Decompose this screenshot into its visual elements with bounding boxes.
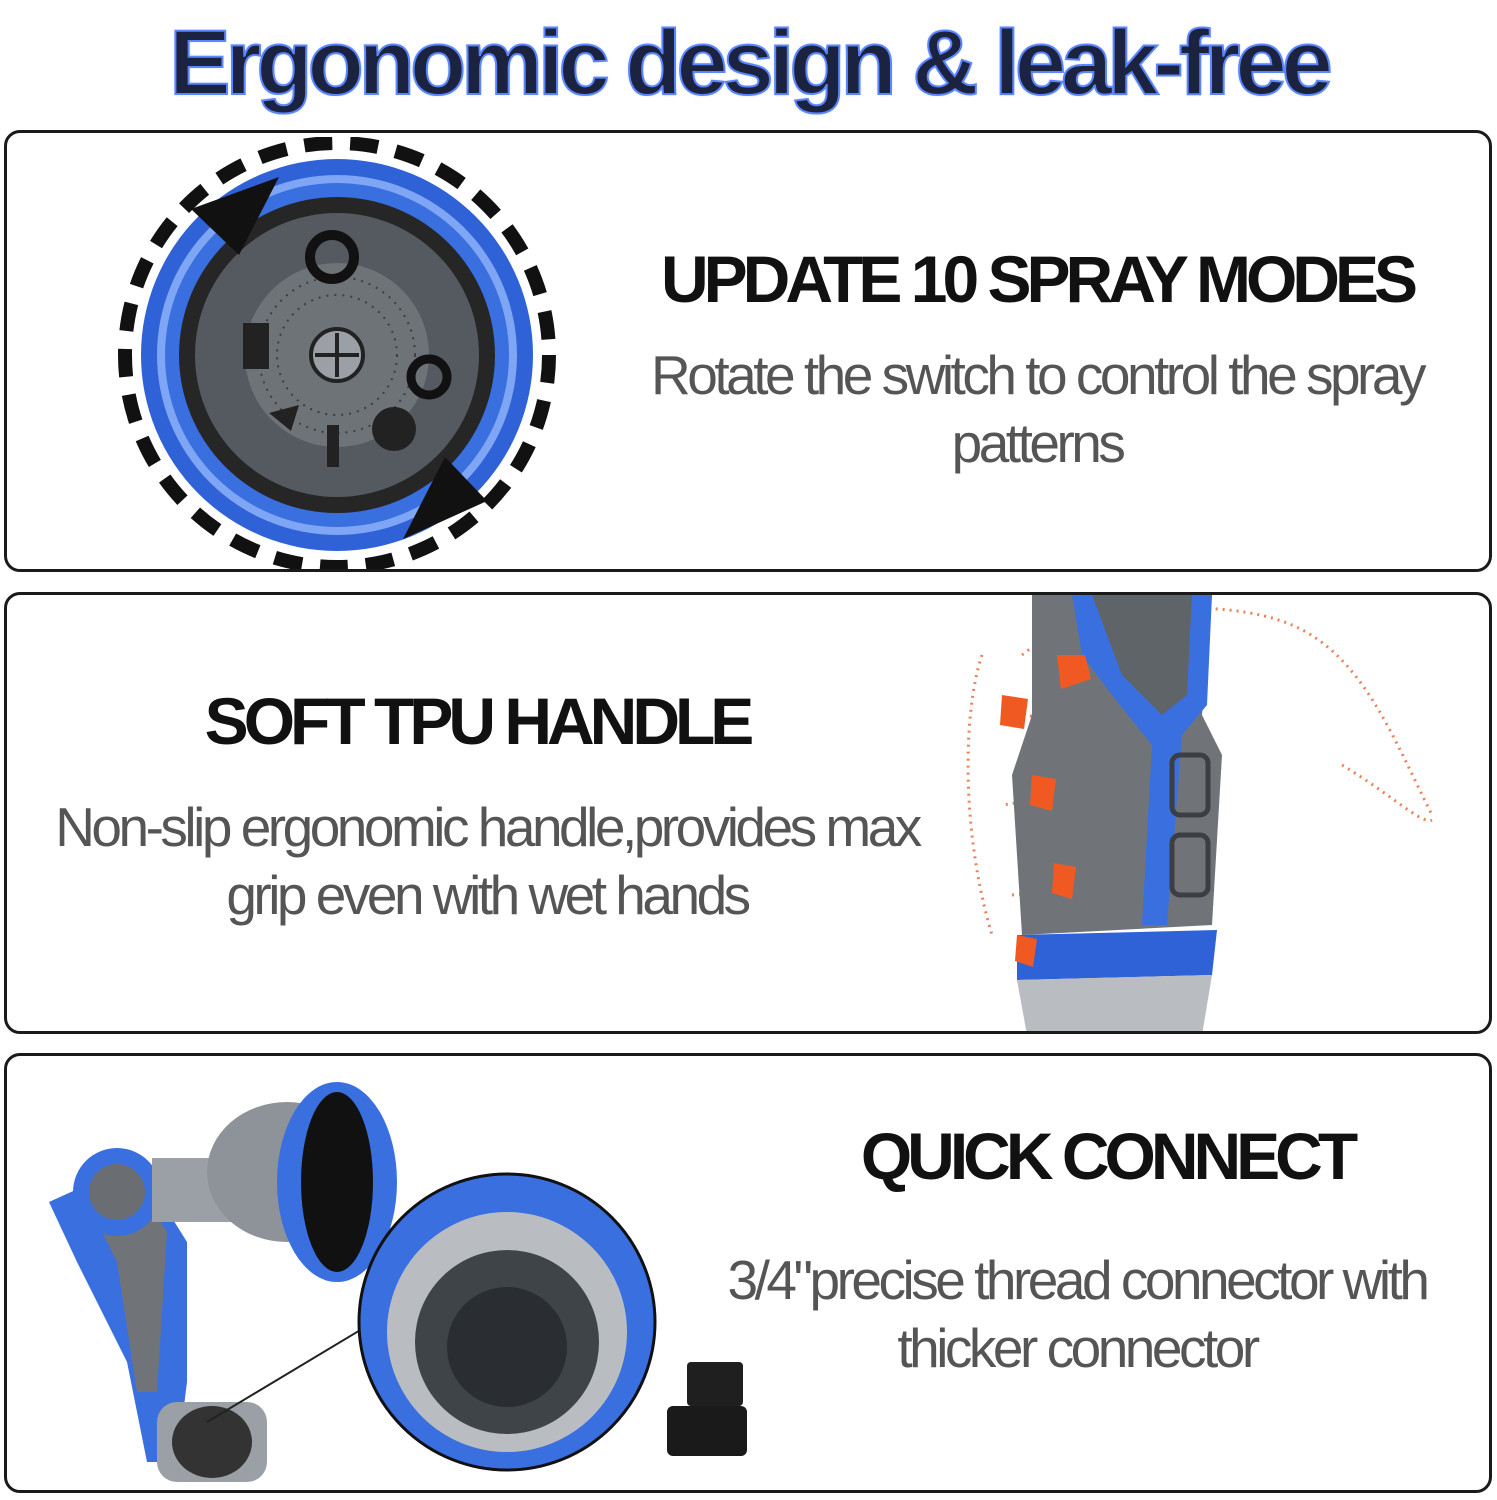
spray-dial-icon: [118, 137, 556, 569]
feature-description: Non-slip ergonomic handle,provides max g…: [55, 796, 922, 926]
feature-title: QUICK CONNECT: [860, 1119, 1358, 1193]
feature-description: 3/4"precise thread connector with thicke…: [727, 1249, 1430, 1379]
feature-panel-spray-modes: UPDATE 10 SPRAY MODES Rotate the switch …: [4, 130, 1492, 572]
nozzle-handle-icon: [966, 595, 1434, 1031]
feature-title: UPDATE 10 SPRAY MODES: [660, 242, 1418, 316]
quick-connector-icon: [49, 1082, 747, 1482]
feature-panel-handle: SOFT TPU HANDLE Non-slip ergonomic handl…: [4, 592, 1492, 1034]
headline: Ergonomic design & leak-free: [168, 11, 1334, 115]
feature-title: SOFT TPU HANDLE: [204, 684, 755, 758]
feature-description: Rotate the switch to control the spray p…: [651, 344, 1426, 474]
feature-panel-quick-connect: QUICK CONNECT 3/4"precise thread connect…: [4, 1053, 1492, 1493]
